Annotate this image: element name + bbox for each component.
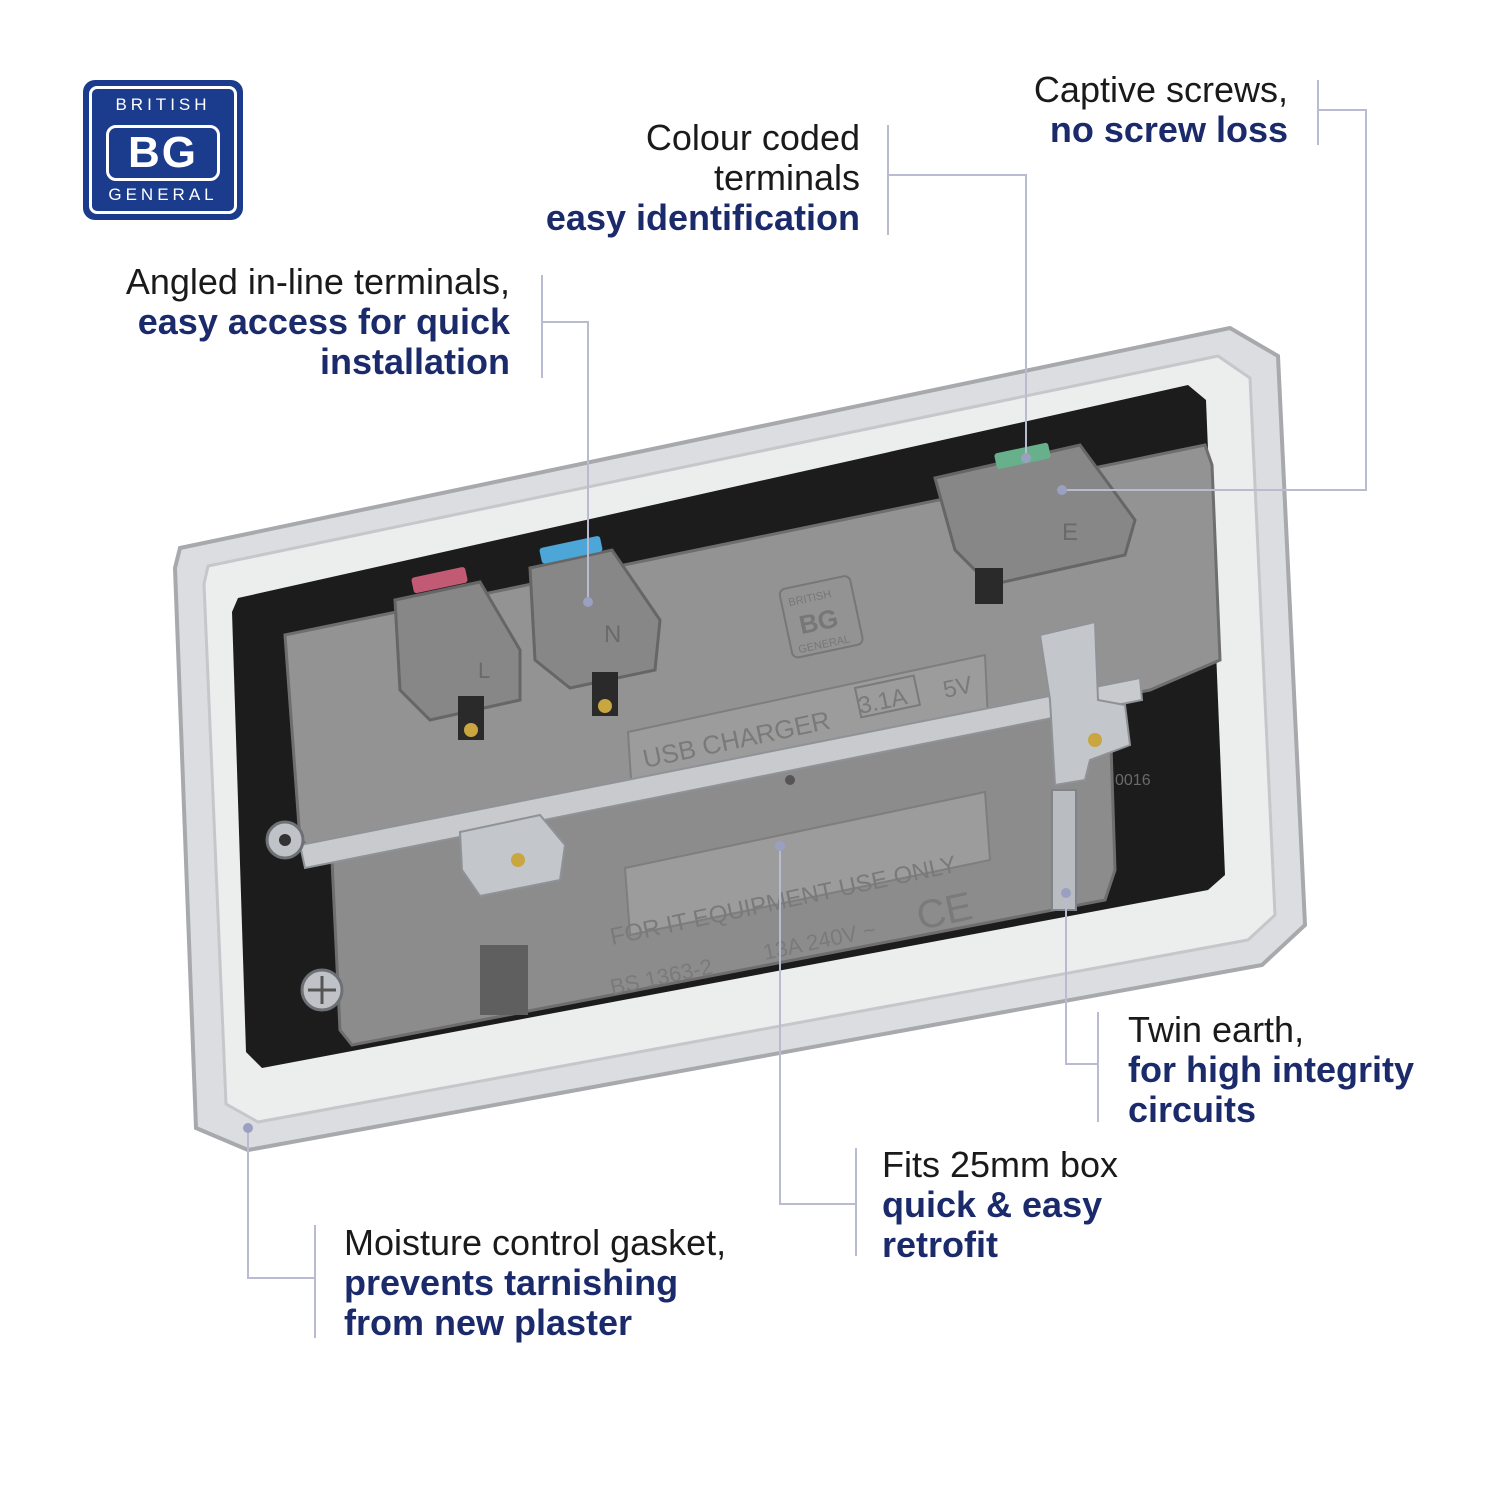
callout-colour-coded: Colour coded terminals easy identificati… — [546, 118, 860, 238]
dot-captive — [1057, 485, 1067, 495]
live-terminal-marker — [411, 567, 468, 594]
mounting-screw-left-center — [279, 834, 291, 846]
terminal-n-label: N — [604, 621, 621, 648]
callout-fits-line-1: Fits 25mm box — [882, 1144, 1119, 1185]
dot-moisture — [243, 1123, 253, 1133]
rating-box — [853, 674, 922, 719]
brass-screw-l — [464, 723, 478, 737]
dot-fits — [775, 841, 785, 851]
callout-fits-highlight-2: retrofit — [882, 1224, 998, 1265]
clip-rivet — [511, 853, 525, 867]
logo-mid-text: BG — [106, 125, 220, 181]
callout-angled-highlight-1: easy access for quick — [137, 301, 510, 342]
brand-logo: BRITISH BG GENERAL — [83, 80, 243, 220]
neutral-terminal-marker — [539, 536, 603, 564]
earth-screw-hole — [975, 568, 1003, 604]
approval-code: 0016 — [1115, 772, 1151, 789]
leader-fits-path — [779, 848, 856, 1205]
strap-hole — [785, 775, 795, 785]
leader-moisture-path — [247, 1130, 315, 1279]
terminal-e-label: E — [1062, 519, 1078, 546]
callout-colour-line-2: terminals — [713, 157, 860, 198]
callout-moisture-highlight-1: prevents tarnishing — [344, 1262, 679, 1303]
bracket-rivet — [1088, 733, 1102, 747]
callout-fits-highlight-1: quick & easy — [882, 1184, 1103, 1225]
callout-angled-line-1: Angled in-line terminals, — [125, 261, 510, 302]
terminal-l-block — [393, 580, 522, 722]
leader-dots — [243, 453, 1071, 1133]
leader-colour-path — [888, 174, 1027, 458]
housing-cutout — [480, 945, 528, 1015]
leader-captive-path — [1062, 109, 1367, 491]
callout-moisture-highlight-2: from new plaster — [344, 1302, 633, 1343]
leader-angled-path — [542, 321, 589, 600]
callout-twin-highlight-2: circuits — [1128, 1089, 1257, 1130]
logo-bottom-text: GENERAL — [108, 185, 218, 204]
it-label-panel — [623, 790, 992, 937]
rating-volt-text: 5V — [941, 671, 975, 704]
earth-bracket — [1038, 620, 1132, 787]
callout-captive-line-1: Captive screws, — [1033, 69, 1288, 110]
dot-angled — [583, 597, 593, 607]
logo-top-text: BRITISH — [115, 95, 211, 114]
callout-angled-highlight-2: installation — [319, 341, 510, 382]
terminal-l-label: L — [478, 658, 490, 683]
callout-colour-line-1: Colour coded — [645, 117, 860, 158]
mini-logo-frame — [778, 575, 864, 659]
terminal-n-block — [528, 548, 662, 690]
leader-lines — [247, 80, 1367, 1338]
dot-colour — [1021, 453, 1031, 463]
callout-twin-earth: Twin earth, for high integrity circuits — [1128, 1010, 1414, 1130]
callout-captive-highlight-1: no screw loss — [1049, 109, 1288, 150]
callout-twin-highlight-1: for high integrity — [1128, 1049, 1414, 1090]
brass-screw-n — [598, 699, 612, 713]
callout-fits-box: Fits 25mm box quick & easy retrofit — [882, 1145, 1118, 1265]
brand-logo-frame: BRITISH BG GENERAL — [89, 86, 237, 214]
dot-twin — [1061, 888, 1071, 898]
terminal-e-block — [933, 443, 1137, 587]
strap-clip — [458, 813, 567, 898]
callout-twin-line-1: Twin earth, — [1128, 1009, 1305, 1050]
callout-moisture-gasket: Moisture control gasket, prevents tarnis… — [344, 1223, 726, 1343]
leader-twin-path — [1065, 895, 1098, 1065]
callout-moisture-line-1: Moisture control gasket, — [344, 1222, 727, 1263]
callout-colour-highlight-1: easy identification — [545, 197, 860, 238]
callout-angled-terminals: Angled in-line terminals, easy access fo… — [126, 262, 510, 382]
callout-captive-screws: Captive screws, no screw loss — [1034, 70, 1288, 150]
